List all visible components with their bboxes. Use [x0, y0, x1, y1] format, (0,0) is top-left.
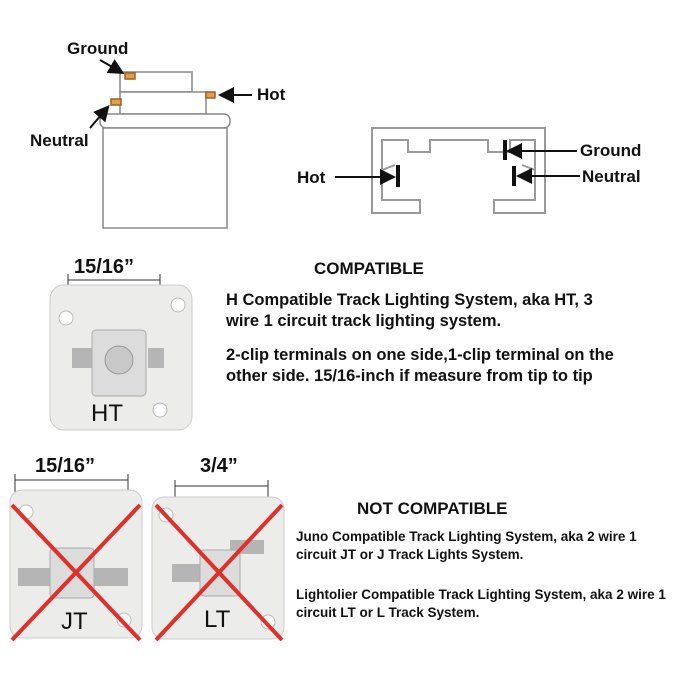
track-ground-label: Ground [580, 141, 642, 160]
jt-label: JT [61, 608, 88, 635]
ground-arrow [99, 59, 125, 74]
compatible-details: 2-clip terminals on one side,1-clip term… [226, 346, 614, 385]
track-neutral-label: Neutral [582, 167, 641, 186]
lt-label: LT [204, 606, 231, 633]
neutral-label: Neutral [30, 131, 89, 150]
neutral-arrow [89, 104, 110, 129]
connector-illustration [99, 71, 231, 229]
compatible-heading: COMPATIBLE [314, 259, 424, 278]
jt-dimension: 15/16” [35, 455, 96, 477]
not-compatible-heading: NOT COMPATIBLE [357, 499, 508, 518]
track-hot-label: Hot [297, 168, 326, 187]
ht-dimension: 15/16” [74, 256, 135, 278]
ground-label: Ground [67, 39, 129, 58]
ht-adapter-photo [49, 274, 193, 431]
compatible-description: H Compatible Track Lighting System, aka … [226, 291, 593, 330]
hot-label: Hot [257, 85, 286, 104]
not-compatible-cross-marks [10, 503, 284, 642]
lightolier-description: Lightolier Compatible Track Lighting Sys… [296, 587, 666, 620]
ht-label: HT [91, 400, 123, 427]
track-contacts [396, 140, 516, 187]
lt-dimension: 3/4” [200, 455, 238, 477]
juno-description: Juno Compatible Track Lighting System, a… [296, 529, 637, 562]
